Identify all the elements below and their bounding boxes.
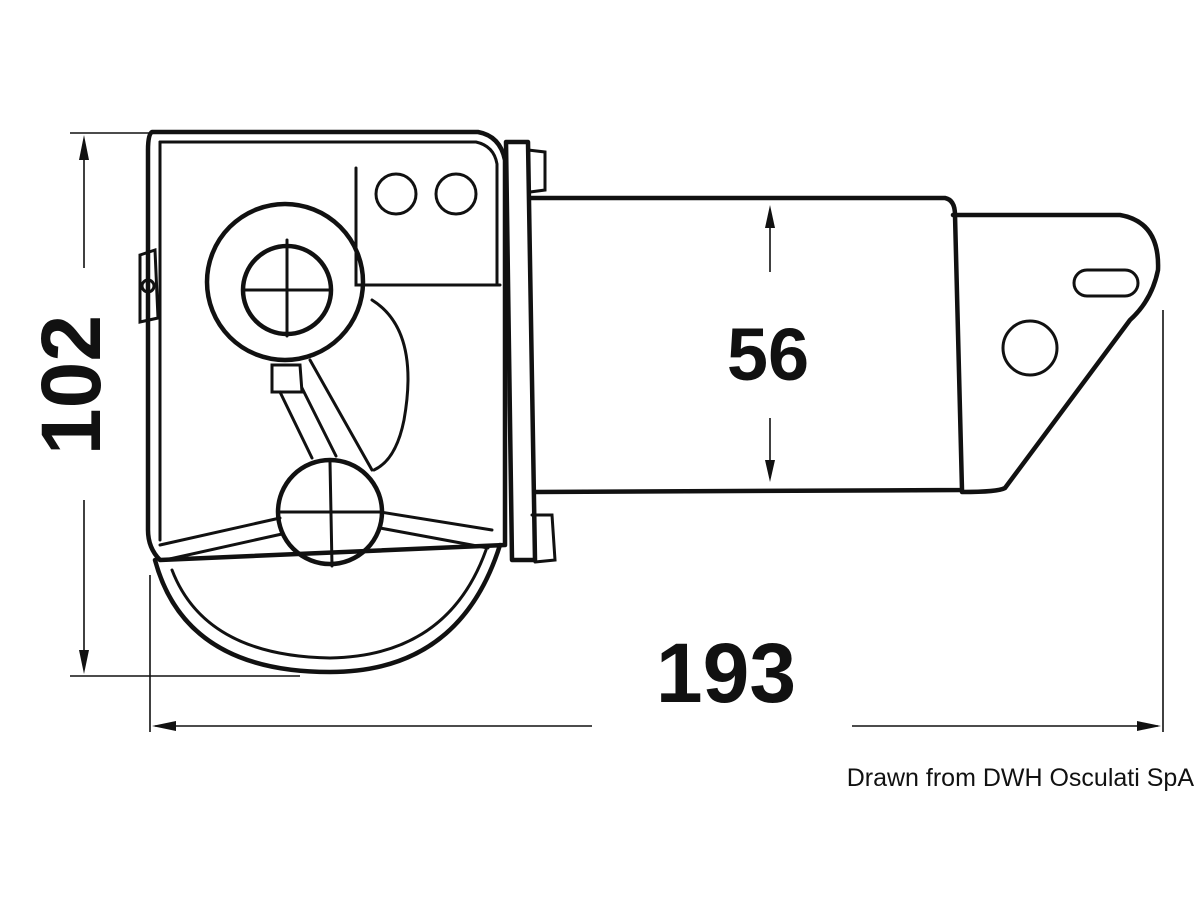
bottom-casing [152, 542, 503, 675]
width-dimension: 193 [149, 310, 1164, 732]
upper-shaft [204, 201, 366, 363]
flange-plate [503, 139, 557, 564]
mount-hole [1001, 319, 1059, 377]
diameter-dimension: 56 [727, 205, 809, 482]
diameter-label: 56 [727, 313, 809, 396]
height-dimension: 102 [24, 132, 300, 677]
credit-text: Drawn from DWH Osculati SpA [847, 764, 1195, 792]
height-label: 102 [24, 315, 118, 455]
bracket-hole-right [434, 172, 478, 216]
end-cap-bracket [950, 212, 1161, 495]
upper-bracket [354, 166, 502, 287]
width-label: 193 [656, 626, 796, 720]
gearbox-housing [138, 129, 508, 563]
lower-hub [158, 457, 494, 568]
crank-linkage [270, 298, 410, 472]
bracket-hole-left [374, 172, 418, 216]
slot-hole [1072, 268, 1140, 298]
